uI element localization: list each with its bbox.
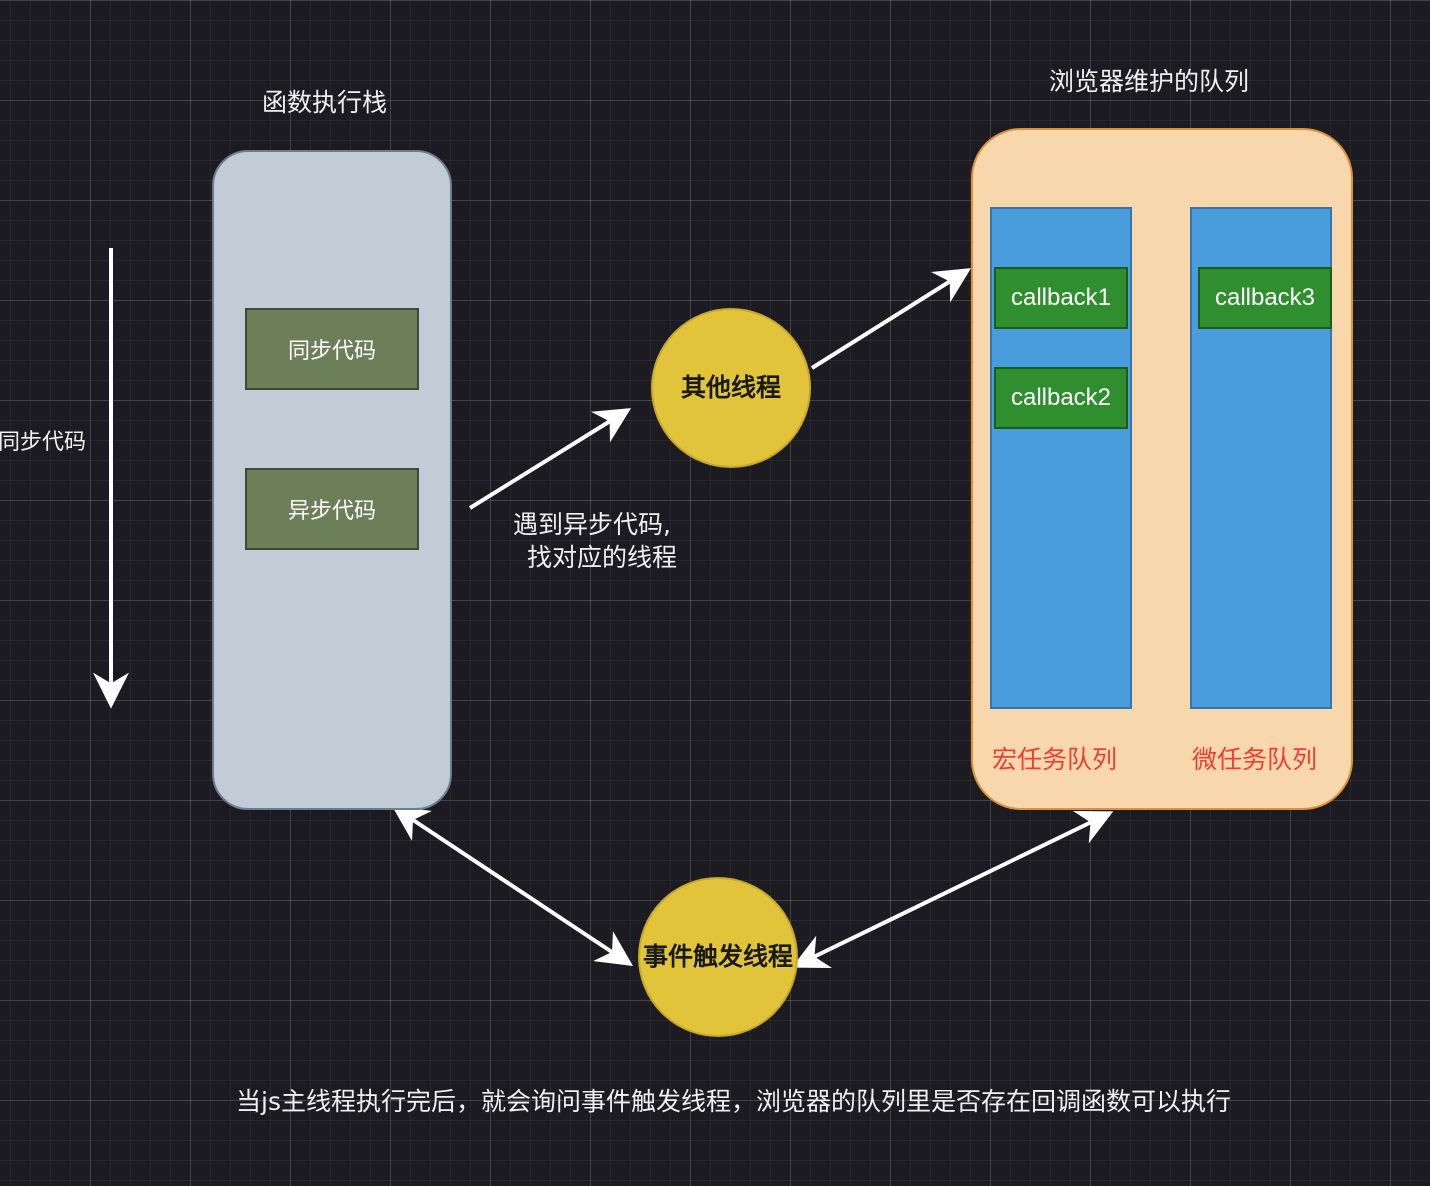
micro-task-queue-label: 微任务队列: [1192, 745, 1318, 774]
thread-to-queue-arrow: [810, 268, 972, 370]
event-queue-arrow: [791, 810, 1114, 969]
callback2-item: callback2: [994, 367, 1128, 429]
async-note-line1: 遇到异步代码,: [513, 510, 671, 539]
stack-event-arrow: [392, 806, 633, 966]
browser-queue-title: 浏览器维护的队列: [1049, 67, 1250, 96]
callback1-item: callback1: [994, 267, 1128, 329]
sync-code-block: 同步代码: [245, 308, 419, 390]
async-to-thread-arrow: [468, 408, 632, 510]
function-execution-stack: 同步代码 异步代码: [212, 150, 452, 810]
macro-task-queue-label: 宏任务队列: [992, 745, 1118, 774]
browser-queue-container: callback1 callback2 callback3 宏任务队列 微任务队…: [971, 128, 1353, 810]
event-trigger-thread-label: 事件触发线程: [643, 942, 794, 971]
other-thread-label: 其他线程: [680, 373, 781, 402]
async-note-line2: 找对应的线程: [527, 543, 678, 572]
event-trigger-thread-node: 事件触发线程: [638, 877, 798, 1037]
sync-code-side-label: 同步代码: [0, 430, 87, 455]
callback3-item: callback3: [1198, 267, 1332, 329]
footer-note: 当js主线程执行完后，就会询问事件触发线程，浏览器的队列里是否存在回调函数可以执…: [236, 1087, 1231, 1116]
async-code-block: 异步代码: [245, 468, 419, 550]
stack-title: 函数执行栈: [262, 88, 388, 117]
other-thread-node: 其他线程: [651, 308, 811, 468]
